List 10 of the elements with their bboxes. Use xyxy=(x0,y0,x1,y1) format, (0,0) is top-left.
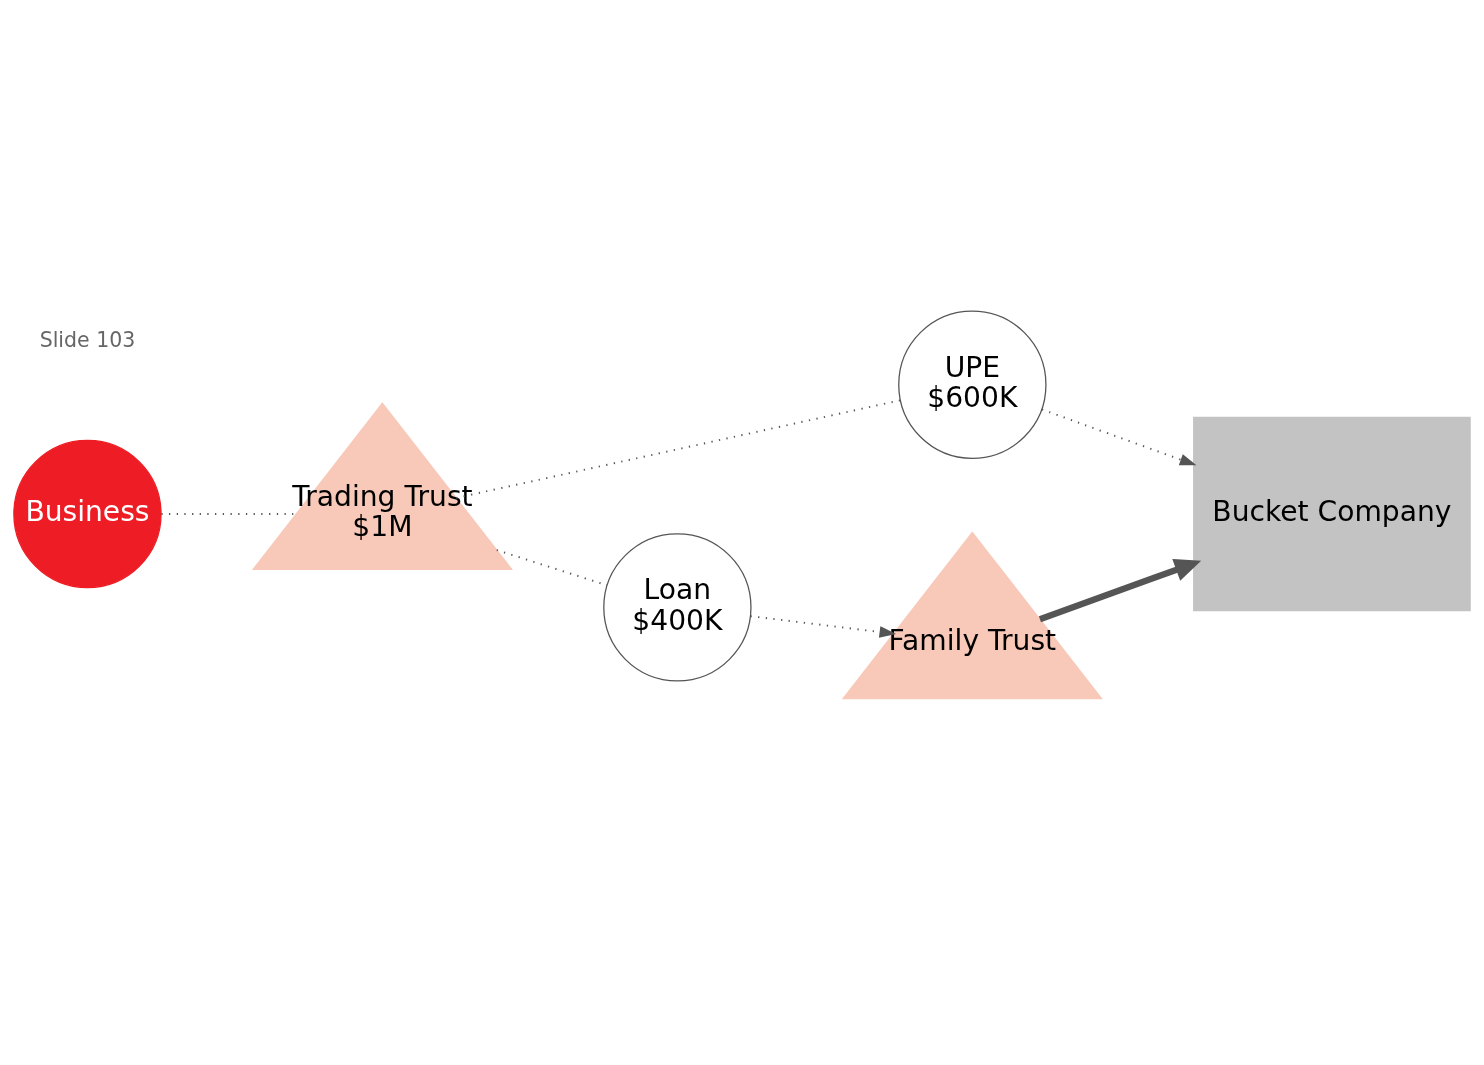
arrow xyxy=(1041,408,1197,466)
arrow xyxy=(1038,558,1202,623)
arrow xyxy=(749,615,897,638)
node-circle: Loan $400K xyxy=(603,533,752,682)
node-circle: Business xyxy=(13,439,162,589)
node-box: Bucket Company xyxy=(1193,416,1471,612)
connector xyxy=(495,549,608,587)
connector xyxy=(455,399,901,499)
node-circle: UPE $600K xyxy=(898,310,1047,459)
label: Slide 103 xyxy=(39,328,136,353)
